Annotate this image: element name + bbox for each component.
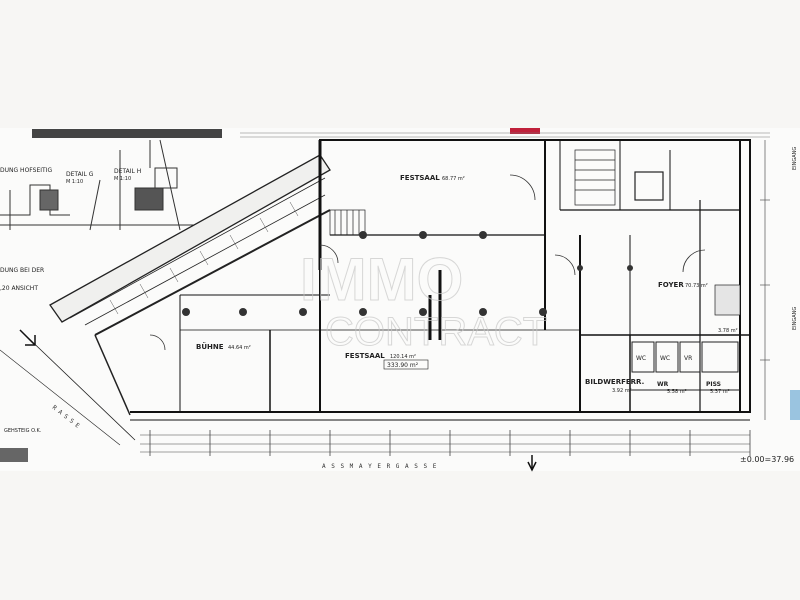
note-eingang-top: EINGANG (792, 147, 798, 170)
room-vr: VR (684, 355, 692, 362)
blue-stamp (790, 390, 800, 420)
room-buehne-area: 44.64 m² (228, 345, 251, 351)
building-outline (130, 139, 751, 421)
note-gehsteig: GEHSTEIG O.K. (4, 428, 42, 434)
columns (182, 231, 633, 316)
note-detail-h: DETAIL H (114, 168, 141, 175)
room-festsaal-total: 333.90 m² (387, 362, 419, 369)
stairs (329, 149, 741, 316)
room-foyer-area: 70.73 m² (685, 283, 708, 289)
title-block-bar (32, 129, 222, 138)
note-scale-g: M 1:10 (66, 179, 83, 185)
note-scale-h: M 1:10 (114, 176, 131, 182)
street-assmayergasse: A S S M A Y E R G A S S E (322, 463, 437, 470)
room-small-area: 3.78 m² (718, 328, 738, 334)
room-wc-2: WC (660, 355, 670, 362)
floor-plan-sheet (0, 128, 800, 471)
room-bildwerfer: BILDWERFERR. (585, 378, 644, 386)
room-buehne: BÜHNE (196, 342, 224, 351)
section-arrow (527, 455, 537, 472)
street-strasse: R A S S E (51, 404, 81, 430)
diagonal-wall (0, 154, 331, 446)
right-dimensions (760, 140, 770, 420)
svg-text:IMMO: IMMO (300, 246, 463, 313)
toilet-block (630, 341, 740, 391)
note-ansicht: ,20 ANSICHT (0, 285, 38, 292)
room-wr: WR (657, 381, 669, 388)
section-arrow-left (19, 329, 36, 346)
detail-area (0, 139, 200, 231)
note-bei-der: DUNG BEI DER (0, 267, 44, 274)
room-piss-area: 5.37 m² (710, 389, 730, 395)
watermark: IMMO CONTRACT (300, 246, 548, 355)
top-dimension-lines (240, 132, 770, 138)
door-swings (149, 174, 706, 351)
room-wc-1: WC (636, 355, 646, 362)
room-bildwerfer-area: 3.92 m² (612, 388, 632, 394)
room-festsaal-main: FESTSAAL (345, 352, 385, 360)
room-festsaal-top: FESTSAAL (400, 174, 440, 182)
red-marker (510, 128, 540, 134)
note-hofseitig: DUNG HOFSEITIG (0, 167, 52, 174)
elevation-reference: ±0.00=37.96 (740, 455, 794, 464)
festsaal-total-box (383, 359, 429, 370)
room-foyer: FOYER (658, 281, 684, 289)
room-festsaal-main-area: 120.14 m² (390, 354, 416, 360)
svg-text:CONTRACT: CONTRACT (325, 310, 547, 354)
room-festsaal-top-area: 68.77 m² (442, 176, 465, 182)
gehsteig-block (0, 448, 28, 462)
room-wr-area: 5.58 m² (667, 389, 687, 395)
room-piss: PISS (706, 381, 721, 388)
note-eingang-bottom: EINGANG (792, 307, 798, 330)
bottom-dimensions (140, 430, 751, 456)
note-detail-g: DETAIL G (66, 171, 94, 178)
